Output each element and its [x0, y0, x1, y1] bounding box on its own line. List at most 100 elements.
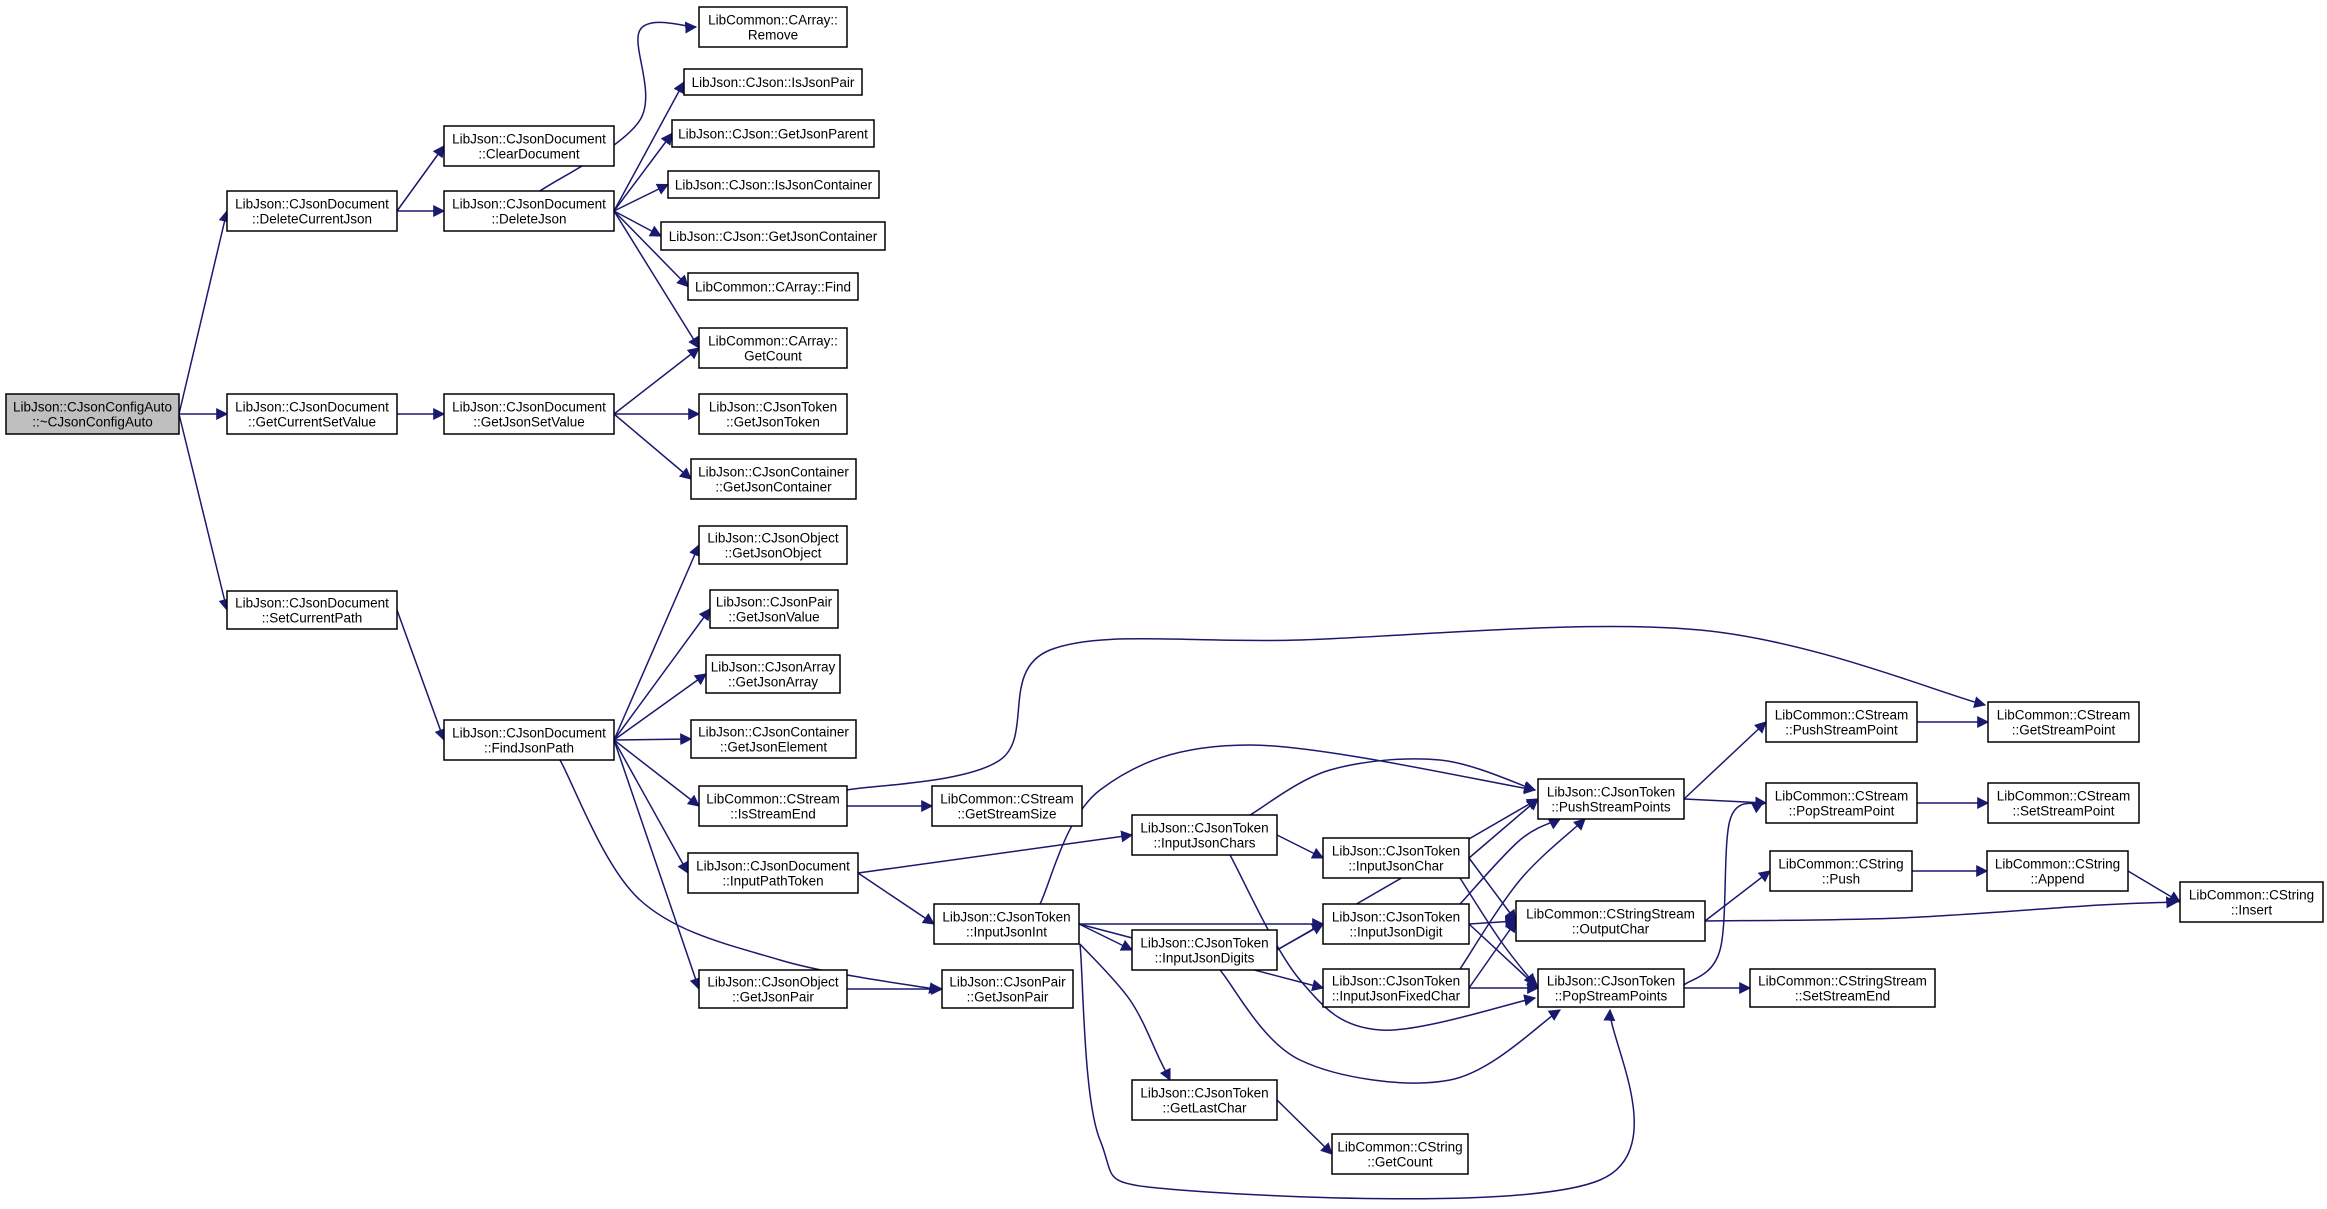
node-label: ::GetJsonValue: [728, 610, 819, 625]
node-objectGetJsonObject[interactable]: LibJson::CJsonObject::GetJsonObject: [698, 525, 848, 565]
node-getStreamPoint[interactable]: LibCommon::CStream::GetStreamPoint: [1987, 701, 2140, 743]
node-label: GetCount: [744, 349, 802, 364]
edge-deleteJson-to-isJsonContainer: [613, 183, 670, 212]
edge-inputJsonFixedChar-to-outputChar: [1468, 920, 1517, 989]
node-label: ::ClearDocument: [478, 147, 580, 162]
node-label: LibCommon::CStream: [940, 792, 1074, 807]
node-box: [698, 327, 848, 369]
node-label: LibCommon::CStringStream: [1758, 974, 1927, 989]
node-label: ::Append: [2030, 872, 2084, 887]
node-box: [690, 458, 857, 500]
node-inputJsonDigits[interactable]: LibJson::CJsonToken::InputJsonDigits: [1131, 929, 1278, 971]
edge-deleteJson-to-isJsonPair: [613, 80, 685, 212]
node-inputJsonChars[interactable]: LibJson::CJsonToken::InputJsonChars: [1131, 814, 1278, 856]
node-box: [1131, 929, 1278, 971]
node-setStreamPoint[interactable]: LibCommon::CStream::SetStreamPoint: [1987, 782, 2140, 824]
node-label: LibCommon::CArray::: [708, 13, 838, 28]
node-label: ::GetJsonPair: [967, 990, 1049, 1005]
node-label: LibJson::CJsonDocument: [235, 400, 389, 415]
node-popStreamPoint[interactable]: LibCommon::CStream::PopStreamPoint: [1765, 782, 1918, 824]
node-label: LibCommon::CStream: [706, 792, 840, 807]
node-box: [698, 969, 848, 1009]
node-isJsonPair[interactable]: LibJson::CJson::IsJsonPair: [683, 68, 863, 96]
node-cstringAppend[interactable]: LibCommon::CString::Append: [1986, 850, 2129, 892]
node-box: [1131, 1079, 1278, 1121]
node-box: [667, 170, 880, 199]
node-box: [1537, 968, 1685, 1008]
node-tokenGetJsonToken[interactable]: LibJson::CJsonToken::GetJsonToken: [698, 393, 848, 435]
node-box: [687, 852, 859, 894]
node-box: [1322, 968, 1470, 1008]
node-box: [1987, 782, 2140, 824]
node-isJsonContainer[interactable]: LibJson::CJson::IsJsonContainer: [667, 170, 880, 199]
node-label: LibJson::CJsonObject: [707, 975, 839, 990]
node-getCurrentSetValue[interactable]: LibJson::CJsonDocument::GetCurrentSetVal…: [226, 393, 398, 435]
node-pushStreamPoint[interactable]: LibCommon::CStream::PushStreamPoint: [1765, 701, 1918, 743]
node-box: [1331, 1133, 1469, 1175]
node-pairGetJsonValue[interactable]: LibJson::CJsonPair::GetJsonValue: [709, 589, 839, 629]
node-box: [931, 785, 1083, 827]
node-cstringInsert[interactable]: LibCommon::CString::Insert: [2179, 881, 2324, 923]
node-label: LibJson::CJsonDocument: [235, 596, 389, 611]
node-setStreamEnd[interactable]: LibCommon::CStringStream::SetStreamEnd: [1749, 968, 1936, 1008]
node-inputJsonDigit[interactable]: LibJson::CJsonToken::InputJsonDigit: [1322, 903, 1470, 945]
edge-findJsonPath-to-objectGetJsonObject: [613, 543, 701, 741]
node-label: ::InputJsonInt: [966, 925, 1047, 940]
edge-inputJsonInt-to-popStreamPoints: [1079, 943, 1635, 1200]
node-label: ::SetStreamEnd: [1795, 989, 1890, 1004]
node-deleteJson[interactable]: LibJson::CJsonDocument::DeleteJson: [443, 190, 615, 232]
node-pairGetJsonPair[interactable]: LibJson::CJsonPair::GetJsonPair: [941, 969, 1074, 1009]
edge-findJsonPath-to-containerGetJsonElement: [613, 733, 693, 746]
node-label: ::GetCount: [1367, 1155, 1433, 1170]
node-inputJsonFixedChar[interactable]: LibJson::CJsonToken::InputJsonFixedChar: [1322, 968, 1470, 1008]
node-getJsonSetValue[interactable]: LibJson::CJsonDocument::GetJsonSetValue: [443, 393, 615, 435]
node-containerGetJsonElement[interactable]: LibJson::CJsonContainer::GetJsonElement: [690, 719, 857, 759]
edge-inputPathToken-to-inputJsonChars: [857, 830, 1134, 874]
edge-deleteJson-to-carrayFind: [613, 210, 689, 288]
node-clearDocument[interactable]: LibJson::CJsonDocument::ClearDocument: [443, 125, 615, 167]
node-box: [671, 119, 875, 148]
node-label: LibCommon::CStringStream: [1526, 907, 1695, 922]
edge-inputJsonChars-to-popStreamPoints: [1229, 854, 1537, 1031]
node-pushStreamPoints[interactable]: LibJson::CJsonToken::PushStreamPoints: [1537, 778, 1685, 820]
node-box: [5, 393, 180, 435]
node-popStreamPoints[interactable]: LibJson::CJsonToken::PopStreamPoints: [1537, 968, 1685, 1008]
node-getLastChar[interactable]: LibJson::CJsonToken::GetLastChar: [1131, 1079, 1278, 1121]
node-label: ::GetCurrentSetValue: [248, 415, 376, 430]
edge-inputJsonChar-to-pushStreamPoints: [1468, 798, 1539, 859]
node-root[interactable]: LibJson::CJsonConfigAuto::~CJsonConfigAu…: [5, 393, 180, 435]
node-label: ::SetCurrentPath: [262, 611, 363, 626]
node-box: [698, 6, 848, 48]
node-cstringGetCount[interactable]: LibCommon::CString::GetCount: [1331, 1133, 1469, 1175]
edge-pushStreamPoints-to-popStreamPoint: [1683, 796, 1768, 809]
node-box: [1749, 968, 1936, 1008]
node-label: LibJson::CJsonToken: [1140, 1086, 1268, 1101]
node-getJsonContainer[interactable]: LibJson::CJson::GetJsonContainer: [660, 221, 886, 251]
node-carrayFind[interactable]: LibCommon::CArray::Find: [687, 272, 859, 301]
node-outputChar[interactable]: LibCommon::CStringStream::OutputChar: [1515, 900, 1706, 942]
node-setCurrentPath[interactable]: LibJson::CJsonDocument::SetCurrentPath: [226, 590, 398, 630]
node-label: ::PopStreamPoints: [1555, 989, 1668, 1004]
node-box: [226, 393, 398, 435]
edge-inputJsonFixedChar-to-pushStreamPoints: [1459, 818, 1586, 970]
node-box: [698, 525, 848, 565]
edge-inputJsonInt-to-getLastChar: [1079, 943, 1171, 1082]
node-findJsonPath[interactable]: LibJson::CJsonDocument::FindJsonPath: [443, 719, 615, 761]
node-objectGetJsonPair[interactable]: LibJson::CJsonObject::GetJsonPair: [698, 969, 848, 1009]
node-cstringPush[interactable]: LibCommon::CString::Push: [1769, 850, 1913, 892]
node-containerGetJsonContainer[interactable]: LibJson::CJsonContainer::GetJsonContaine…: [690, 458, 857, 500]
node-streamGetStreamSize[interactable]: LibCommon::CStream::GetStreamSize: [931, 785, 1083, 827]
node-arrayGetJsonArray[interactable]: LibJson::CJsonArray::GetJsonArray: [705, 654, 841, 694]
edge-getLastChar-to-cstringGetCount: [1276, 1099, 1333, 1155]
node-streamIsStreamEnd[interactable]: LibCommon::CStream::IsStreamEnd: [698, 785, 848, 827]
node-label: ::PopStreamPoint: [1789, 804, 1895, 819]
node-label: ::GetStreamSize: [957, 807, 1056, 822]
node-label: ::GetJsonContainer: [715, 480, 832, 495]
node-inputJsonChar[interactable]: LibJson::CJsonToken::InputJsonChar: [1322, 837, 1470, 879]
node-carrayRemove[interactable]: LibCommon::CArray::Remove: [698, 6, 848, 48]
node-deleteCurrentJson[interactable]: LibJson::CJsonDocument::DeleteCurrentJso…: [226, 190, 398, 232]
node-getJsonParent[interactable]: LibJson::CJson::GetJsonParent: [671, 119, 875, 148]
node-carrayGetCount[interactable]: LibCommon::CArray::GetCount: [698, 327, 848, 369]
node-inputPathToken[interactable]: LibJson::CJsonDocument::InputPathToken: [687, 852, 859, 894]
node-inputJsonInt[interactable]: LibJson::CJsonToken::InputJsonInt: [933, 903, 1080, 945]
